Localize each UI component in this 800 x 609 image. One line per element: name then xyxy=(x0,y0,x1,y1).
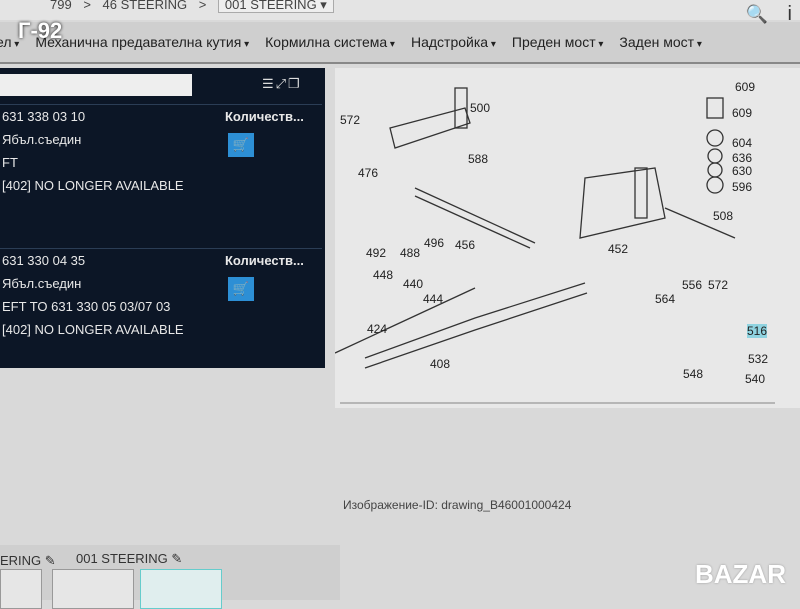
nav-item-front-axle[interactable]: Преден мост xyxy=(512,34,604,50)
part-row[interactable]: 631 330 04 35 Ябъл.съедин EFT TO 631 330… xyxy=(0,248,322,366)
bottom-tabs: ERING ✎ 001 STEERING ✎ xyxy=(0,545,340,609)
part-name: Ябъл.съедин xyxy=(2,276,82,291)
breadcrumb-item[interactable]: 46 STEERING xyxy=(102,0,188,12)
part-label[interactable]: 492 xyxy=(366,246,387,260)
part-row[interactable]: 631 338 03 10 Ябъл.съедин FT [402] NO LO… xyxy=(0,104,322,246)
part-label[interactable]: 508 xyxy=(713,209,734,223)
part-note: FT xyxy=(2,155,18,170)
steering-drawing xyxy=(335,87,775,404)
part-name: Ябъл.съедин xyxy=(2,132,82,147)
breadcrumb-item[interactable]: 799 xyxy=(50,0,72,12)
quantity-label: Количеств... xyxy=(225,253,304,268)
nav-item-steering[interactable]: Кормилна система xyxy=(265,34,395,50)
watermark: Г-92 xyxy=(18,18,63,43)
part-label[interactable]: 408 xyxy=(430,357,451,371)
view-toggle-icons[interactable]: ☰⤢❐ xyxy=(262,76,302,91)
toolbar: 🔍 i xyxy=(746,2,792,26)
part-label[interactable]: 636 xyxy=(732,151,753,165)
part-label[interactable]: 596 xyxy=(732,180,753,194)
part-label[interactable]: 532 xyxy=(748,352,769,366)
part-label[interactable]: 500 xyxy=(470,101,491,115)
tab-steering[interactable]: ERING ✎ xyxy=(0,553,56,568)
thumbnail[interactable] xyxy=(0,569,42,609)
part-label[interactable]: 424 xyxy=(367,322,388,336)
part-label[interactable]: 556 xyxy=(682,278,703,292)
part-label[interactable]: 456 xyxy=(455,238,476,252)
part-label[interactable]: 588 xyxy=(468,152,489,166)
part-status: [402] NO LONGER AVAILABLE xyxy=(2,178,184,193)
nav-item[interactable]: ел xyxy=(0,34,19,50)
add-to-cart-button[interactable]: 🛒 xyxy=(228,277,254,301)
tab-001-steering[interactable]: 001 STEERING ✎ xyxy=(76,551,183,566)
part-label[interactable]: 572 xyxy=(340,113,361,127)
image-id-caption: Изображение-ID: drawing_B46001000424 xyxy=(343,498,572,512)
part-number: 631 338 03 10 xyxy=(2,109,86,124)
thumbnail-selected[interactable] xyxy=(140,569,222,609)
part-label[interactable]: 452 xyxy=(608,242,629,256)
part-label[interactable]: 444 xyxy=(423,292,444,306)
breadcrumb-separator: > xyxy=(83,0,91,12)
part-label[interactable]: 564 xyxy=(655,292,676,306)
parts-diagram[interactable]: 572 500 588 476 492 488 496 456 448 440 … xyxy=(335,68,800,408)
thumbnail[interactable] xyxy=(52,569,134,609)
breadcrumb-separator: > xyxy=(198,0,207,12)
part-label[interactable]: 609 xyxy=(735,80,756,94)
breadcrumb-dropdown[interactable]: 001 STEERING ▾ xyxy=(217,0,334,13)
part-label[interactable]: 496 xyxy=(424,236,445,250)
bazar-logo: BAZAR xyxy=(695,559,786,589)
search-input[interactable] xyxy=(0,74,192,96)
breadcrumb: 799 > 46 STEERING > 001 STEERING ▾ xyxy=(50,0,342,13)
part-label-highlighted[interactable]: 516 xyxy=(747,324,768,338)
part-label[interactable]: 604 xyxy=(732,136,753,150)
top-breadcrumb-bar: 799 > 46 STEERING > 001 STEERING ▾ xyxy=(0,0,800,20)
add-to-cart-button[interactable]: 🛒 xyxy=(228,133,254,157)
part-label[interactable]: 548 xyxy=(683,367,704,381)
part-status: [402] NO LONGER AVAILABLE xyxy=(2,322,184,337)
part-label[interactable]: 440 xyxy=(403,277,424,291)
part-label[interactable]: 630 xyxy=(732,164,753,178)
zoom-icon[interactable]: 🔍 xyxy=(745,4,768,24)
part-label[interactable]: 572 xyxy=(708,278,729,292)
nav-item-body[interactable]: Надстройка xyxy=(411,34,496,50)
part-label[interactable]: 609 xyxy=(732,106,753,120)
nav-item-rear-axle[interactable]: Заден мост xyxy=(619,34,701,50)
part-label[interactable]: 488 xyxy=(400,246,421,260)
part-label[interactable]: 448 xyxy=(373,268,394,282)
part-note: EFT TO 631 330 05 03/07 03 xyxy=(2,299,171,314)
parts-list-panel: ☰⤢❐ 631 338 03 10 Ябъл.съедин FT [402] N… xyxy=(0,68,325,368)
part-label[interactable]: 540 xyxy=(745,372,766,386)
category-nav: ел Механична предавателна кутия Кормилна… xyxy=(0,22,800,64)
quantity-label: Количеств... xyxy=(225,109,304,124)
part-label[interactable]: 476 xyxy=(358,166,379,180)
nav-item-transmission[interactable]: Механична предавателна кутия xyxy=(35,34,249,50)
info-icon[interactable]: i xyxy=(787,3,792,25)
part-number: 631 330 04 35 xyxy=(2,253,86,268)
